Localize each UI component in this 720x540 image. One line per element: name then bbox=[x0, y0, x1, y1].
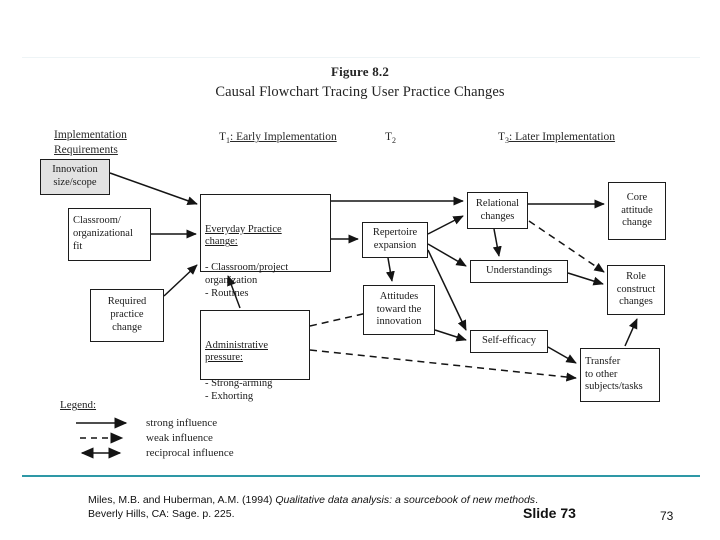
node-understandings[interactable]: Understandings bbox=[470, 260, 568, 283]
figure-title: Causal Flowchart Tracing User Practice C… bbox=[215, 84, 505, 100]
accent-divider bbox=[22, 475, 700, 477]
node-required-practice-change[interactable]: Required practice change bbox=[90, 289, 164, 342]
flowchart-connectors: weak --> attitudes --> weak --> transfer… bbox=[109, 172, 638, 382]
column-header-t1: T1: Early Implementation bbox=[219, 116, 337, 145]
time-subscript-3: 3 bbox=[505, 136, 510, 146]
citation-part-1: Miles, M.B. and Huberman, A.M. (1994) bbox=[88, 494, 276, 506]
legend-entry-weak-influence: weak influence bbox=[74, 430, 234, 445]
legend-entry-strong-influence: strong influence bbox=[74, 415, 234, 430]
node-label: Core attitude change bbox=[621, 191, 653, 229]
node-everyday-practice-change[interactable]: Everyday Practice change: - Classroom/pr… bbox=[200, 194, 331, 299]
column-header-label: : Early Implementation bbox=[230, 131, 337, 144]
node-label: Innovation size/scope bbox=[52, 164, 98, 188]
node-label: Role construct changes bbox=[616, 270, 656, 308]
column-header-implementation-requirements: Implementation Requirements bbox=[54, 114, 127, 157]
node-transfer-to-other-subjects-tasks[interactable]: Transfer to other subjects/tasks bbox=[580, 348, 660, 402]
node-label: Self-efficacy bbox=[481, 335, 537, 347]
node-administrative-pressure[interactable]: Administrative pressure: - Strong-arming… bbox=[200, 310, 310, 402]
time-subscript-2: 2 bbox=[392, 136, 397, 146]
figure-region: weak --> attitudes --> weak --> transfer… bbox=[0, 58, 720, 468]
node-relational-changes[interactable]: Relational changes bbox=[467, 192, 528, 229]
top-divider bbox=[22, 57, 700, 58]
legend-label: reciprocal influence bbox=[146, 446, 234, 459]
node-core-attitude-change[interactable]: Core attitude change bbox=[608, 182, 666, 240]
time-marker-t3: T bbox=[498, 131, 506, 144]
node-role-construct-changes[interactable]: Role construct changes bbox=[607, 265, 665, 315]
legend-label: strong influence bbox=[146, 416, 218, 429]
node-label: Understandings bbox=[486, 265, 552, 277]
node-label: Attitudes toward the innovation bbox=[376, 290, 422, 328]
node-header: Administrative pressure: bbox=[205, 339, 268, 364]
node-label: Classroom/ organizational fit bbox=[73, 215, 133, 252]
node-items: - Strong-arming - Exhorting bbox=[205, 377, 273, 402]
column-header-label: Implementation Requirements bbox=[54, 129, 127, 156]
time-subscript-1: 1 bbox=[226, 136, 231, 146]
double-arrow-icon bbox=[74, 446, 136, 460]
slide-label: Slide 73 bbox=[523, 505, 576, 521]
legend: Legend: strong influence bbox=[60, 399, 234, 460]
column-header-t2: T2 bbox=[385, 116, 396, 145]
node-self-efficacy[interactable]: Self-efficacy bbox=[470, 330, 548, 353]
figure-number: Figure 8.2 bbox=[330, 64, 390, 79]
node-label: Required practice change bbox=[107, 296, 147, 333]
citation-title-italic: Qualitative data analysis: a sourcebook … bbox=[275, 494, 536, 506]
column-header-label: : Later Implementation bbox=[509, 131, 616, 144]
legend-label: weak influence bbox=[146, 431, 213, 444]
node-label: Repertoire expansion bbox=[372, 227, 418, 251]
citation-text: Miles, M.B. and Huberman, A.M. (1994) Qu… bbox=[88, 493, 558, 521]
node-innovation-size-scope[interactable]: Innovation size/scope bbox=[40, 159, 110, 195]
node-attitudes-toward-the-innovation[interactable]: Attitudes toward the innovation bbox=[363, 285, 435, 335]
legend-title: Legend: bbox=[60, 399, 97, 411]
time-marker-t1: T bbox=[219, 131, 227, 144]
page-number: 73 bbox=[660, 509, 674, 523]
citation-part-2: . Beverly Hills, CA: Sage. p. 225. bbox=[88, 494, 538, 521]
dashed-arrow-icon bbox=[74, 431, 136, 445]
node-label: Transfer to other subjects/tasks bbox=[585, 355, 643, 393]
solid-arrow-icon bbox=[74, 416, 136, 430]
node-items: - Classroom/project organization - Routi… bbox=[205, 261, 289, 299]
time-marker-t2: T bbox=[385, 131, 393, 144]
node-label: Relational changes bbox=[475, 197, 520, 222]
legend-entry-reciprocal-influence: reciprocal influence bbox=[74, 445, 234, 460]
column-header-t3: T3: Later Implementation bbox=[498, 116, 615, 145]
node-header: Everyday Practice change: bbox=[205, 223, 282, 248]
node-classroom-organizational-fit[interactable]: Classroom/ organizational fit bbox=[68, 208, 151, 261]
node-repertoire-expansion[interactable]: Repertoire expansion bbox=[362, 222, 428, 258]
